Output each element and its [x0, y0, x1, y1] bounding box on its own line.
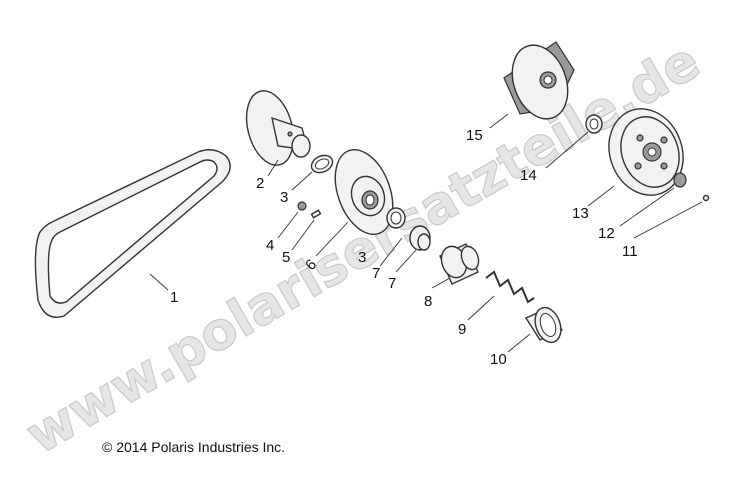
callout-10: 10: [490, 351, 507, 368]
sleeve: [431, 243, 480, 289]
spring-seat: [507, 306, 564, 353]
washer: [545, 114, 603, 169]
o-ring-upper: [291, 154, 334, 191]
callout-2: 2: [256, 175, 264, 192]
clutch-shoe-assembly: [489, 41, 575, 129]
callout-7-right: 7: [388, 275, 396, 292]
clutch-drum: [587, 108, 684, 207]
pin-and-roller: [277, 201, 322, 251]
bushings: [379, 225, 431, 273]
o-ring-lower: [386, 207, 406, 229]
movable-sheave: [315, 149, 394, 257]
callout-14: 14: [520, 167, 537, 184]
nut-and-cotter: [619, 172, 710, 239]
callout-7-left: 7: [372, 265, 380, 282]
callout-15: 15: [466, 127, 483, 144]
spring: [467, 270, 535, 321]
callout-1: 1: [170, 289, 178, 306]
callout-11: 11: [622, 243, 638, 260]
callout-3-lower: 3: [358, 249, 366, 266]
callout-9: 9: [458, 321, 466, 338]
callout-3-upper: 3: [280, 189, 288, 206]
callout-8: 8: [424, 293, 432, 310]
callout-4: 4: [266, 237, 274, 254]
copyright-notice: © 2014 Polaris Industries Inc.: [102, 439, 285, 455]
callout-5: 5: [282, 249, 290, 266]
fixed-sheave: [245, 90, 311, 177]
callout-12: 12: [598, 225, 615, 242]
callout-13: 13: [572, 205, 589, 222]
drive-belt: [34, 149, 231, 318]
